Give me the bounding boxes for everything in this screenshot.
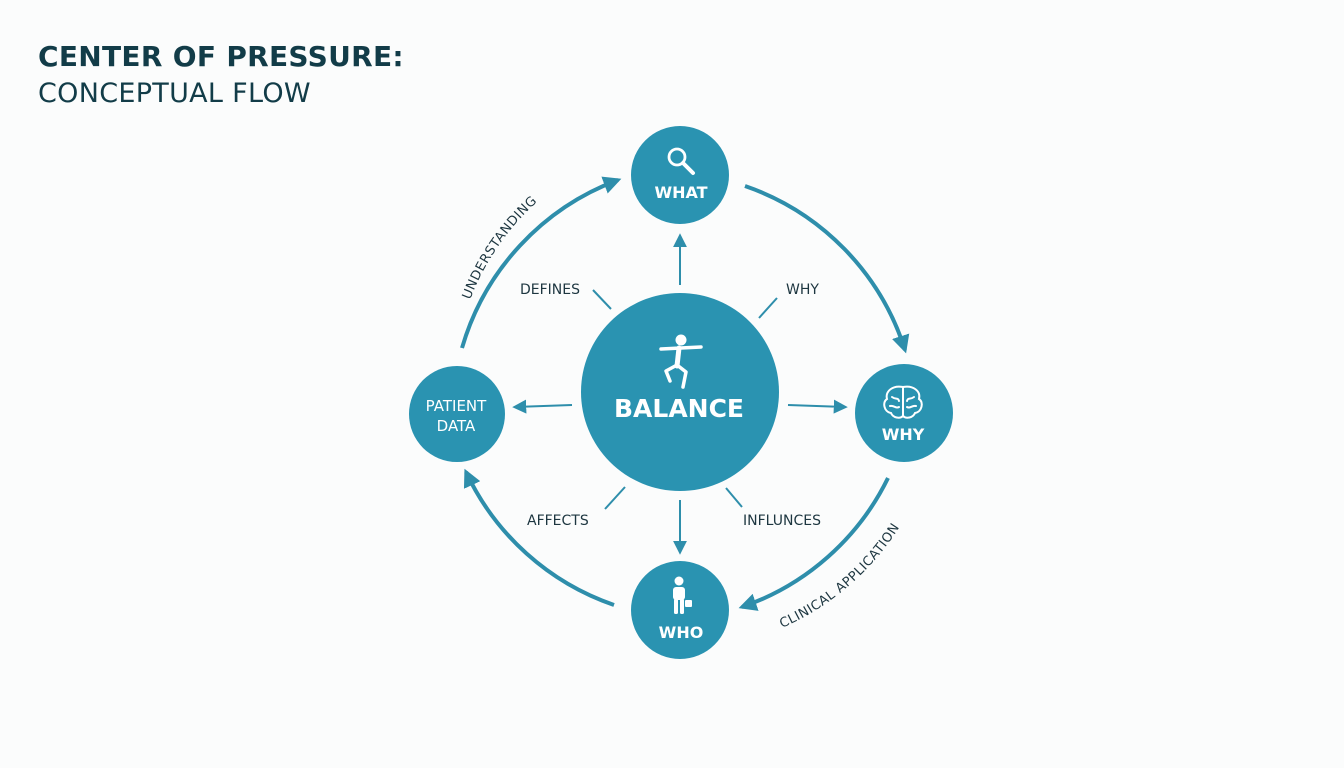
node-patient-label-line2: DATA: [437, 417, 476, 435]
arc-patient-to-what: [460, 176, 622, 349]
arc-who-to-patient: [463, 468, 615, 607]
brain-icon: [883, 385, 923, 419]
tick-affects: [604, 486, 626, 510]
tick-defines: [592, 289, 612, 310]
label-defines: DEFINES: [520, 282, 580, 298]
tick-why: [758, 297, 778, 319]
node-why-label: WHY: [882, 425, 925, 444]
node-who: WHO: [631, 561, 729, 659]
node-what: WHAT: [631, 126, 729, 224]
outer-cycle: [460, 176, 910, 611]
connector-ticks: [592, 289, 778, 510]
label-why-connector: WHY: [786, 282, 819, 298]
arc-what-to-why: [744, 184, 910, 354]
title-block: CENTER OF PRESSURE: CONCEPTUAL FLOW: [38, 40, 404, 114]
node-patient-label-line1: PATIENT: [426, 397, 487, 415]
page-title: CENTER OF PRESSURE:: [38, 40, 404, 73]
tick-influences: [725, 487, 743, 508]
arrow-to-patient: [512, 399, 573, 414]
label-influences: INFLUNCES: [743, 513, 821, 529]
radial-arrows: [512, 233, 848, 555]
page-subtitle: CONCEPTUAL FLOW: [38, 78, 311, 109]
arrow-to-why: [787, 399, 848, 414]
magnifier-icon: [667, 147, 695, 175]
arc-label-clinical: CLINICAL APPLICATION: [777, 521, 903, 632]
node-what-label: WHAT: [654, 183, 707, 202]
balancing-person-icon: [659, 334, 703, 389]
node-patient-data: PATIENT DATA: [409, 366, 505, 462]
center-node-balance: BALANCE: [581, 293, 779, 491]
arc-why-to-who: [738, 477, 890, 611]
center-node-label: BALANCE: [614, 394, 744, 423]
label-affects: AFFECTS: [527, 513, 589, 529]
node-why: WHY: [855, 364, 953, 462]
person-briefcase-icon: [673, 576, 692, 614]
node-who-label: WHO: [659, 623, 704, 642]
